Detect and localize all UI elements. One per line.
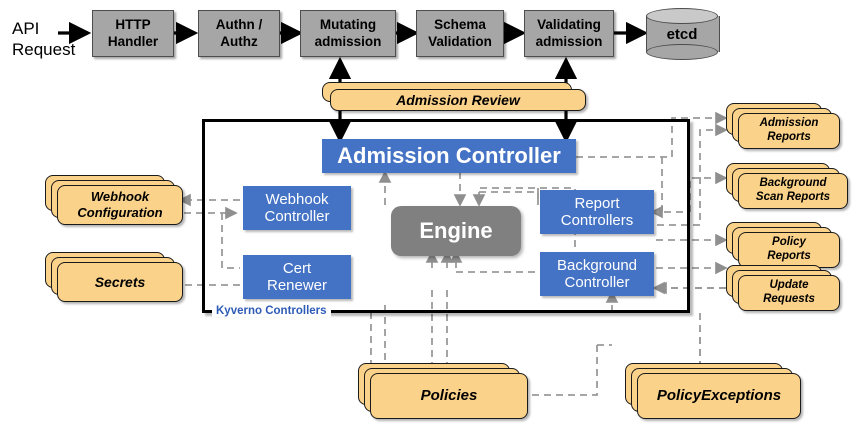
admission-review-label: Admission Review [330, 89, 586, 111]
pipeline-box-mutating-admission[interactable]: Mutating admission [300, 10, 396, 57]
webhook-controller-line2: Controller [264, 208, 330, 225]
api-request-line2: Request [12, 40, 76, 60]
pipeline-box-http-handler[interactable]: HTTP Handler [92, 10, 174, 57]
admission-review-card[interactable]: Admission Review [322, 82, 586, 111]
etcd-datastore[interactable]: etcd [646, 8, 720, 60]
admission-reports-label: Admission Reports [738, 113, 840, 149]
report-controllers-line2: Controllers [560, 212, 634, 229]
update-requests-label: Update Requests [738, 275, 840, 311]
background-scan-reports-line1: Background [759, 177, 827, 190]
policy-exceptions-label: PolicyExceptions [637, 373, 801, 419]
http-handler-line1: HTTP [115, 17, 151, 33]
kyverno-controllers-label: Kyverno Controllers [212, 305, 331, 317]
admission-reports-card[interactable]: Admission Reports [726, 103, 846, 153]
pipeline-box-schema-validation[interactable]: Schema Validation [416, 10, 504, 57]
policy-reports-card[interactable]: Policy Reports [726, 222, 846, 272]
secrets-line1: Secrets [94, 273, 146, 290]
admission-controller-label: Admission Controller [337, 143, 561, 169]
admission-reports-line1: Admission [759, 117, 819, 130]
background-scan-reports-label: Background Scan Reports [738, 173, 848, 209]
policy-reports-label: Policy Reports [738, 232, 840, 268]
update-requests-line1: Update [769, 279, 809, 292]
webhook-configuration-card[interactable]: Webhook Configuration [45, 175, 195, 227]
engine-label: Engine [419, 218, 493, 243]
cert-renewer-line1: Cert [282, 259, 312, 277]
cert-renewer-line2: Renewer [266, 277, 328, 294]
policies-line1: Policies [420, 387, 478, 404]
mutating-admission-line1: Mutating [319, 17, 377, 33]
etcd-cylinder-bottom [646, 44, 718, 60]
engine-box[interactable]: Engine [391, 206, 521, 256]
secrets-label: Secrets [57, 262, 183, 302]
validating-admission-line2: admission [535, 33, 603, 49]
schema-validation-line2: Validation [428, 33, 492, 49]
api-request-line1: API [12, 19, 40, 38]
etcd-label: etcd [666, 25, 698, 43]
authn-authz-line2: Authz [220, 33, 258, 49]
update-requests-line2: Requests [763, 293, 815, 305]
kyverno-controllers-container [202, 119, 690, 313]
admission-controller-box[interactable]: Admission Controller [322, 139, 576, 173]
authn-authz-line1: Authn / [215, 17, 263, 33]
pipeline-box-authn-authz[interactable]: Authn / Authz [198, 10, 280, 57]
api-request-label: API Request [12, 18, 92, 61]
policy-reports-line1: Policy [772, 236, 806, 249]
schema-validation-line1: Schema [434, 17, 486, 33]
background-scan-reports-line2: Scan Reports [755, 191, 831, 203]
background-controller-box[interactable]: Background Controller [540, 252, 654, 296]
policy-exceptions-line1: PolicyExceptions [656, 387, 782, 404]
background-controller-line1: Background [556, 256, 638, 274]
policy-reports-line2: Reports [767, 250, 811, 262]
report-controllers-line1: Report [574, 194, 620, 212]
webhook-controller-box[interactable]: Webhook Controller [243, 186, 351, 230]
secrets-card[interactable]: Secrets [45, 252, 195, 304]
update-requests-card[interactable]: Update Requests [726, 265, 846, 315]
policy-exceptions-card[interactable]: PolicyExceptions [625, 363, 825, 423]
webhook-controller-line1: Webhook [265, 190, 329, 208]
pipeline-box-validating-admission[interactable]: Validating admission [524, 10, 614, 57]
etcd-cylinder-top [646, 8, 718, 24]
validating-admission-line1: Validating [537, 17, 601, 33]
webhook-configuration-label: Webhook Configuration [57, 185, 183, 225]
mutating-admission-line2: admission [314, 33, 382, 49]
background-controller-line2: Controller [564, 274, 630, 291]
admission-reports-line2: Reports [767, 131, 811, 143]
policies-label: Policies [370, 373, 528, 419]
http-handler-line2: Handler [107, 33, 159, 49]
webhook-configuration-line2: Configuration [77, 205, 163, 220]
policies-card[interactable]: Policies [358, 363, 548, 423]
background-scan-reports-card[interactable]: Background Scan Reports [726, 163, 856, 213]
webhook-configuration-line1: Webhook [90, 189, 150, 205]
cert-renewer-box[interactable]: Cert Renewer [243, 255, 351, 299]
report-controllers-box[interactable]: Report Controllers [540, 190, 654, 234]
